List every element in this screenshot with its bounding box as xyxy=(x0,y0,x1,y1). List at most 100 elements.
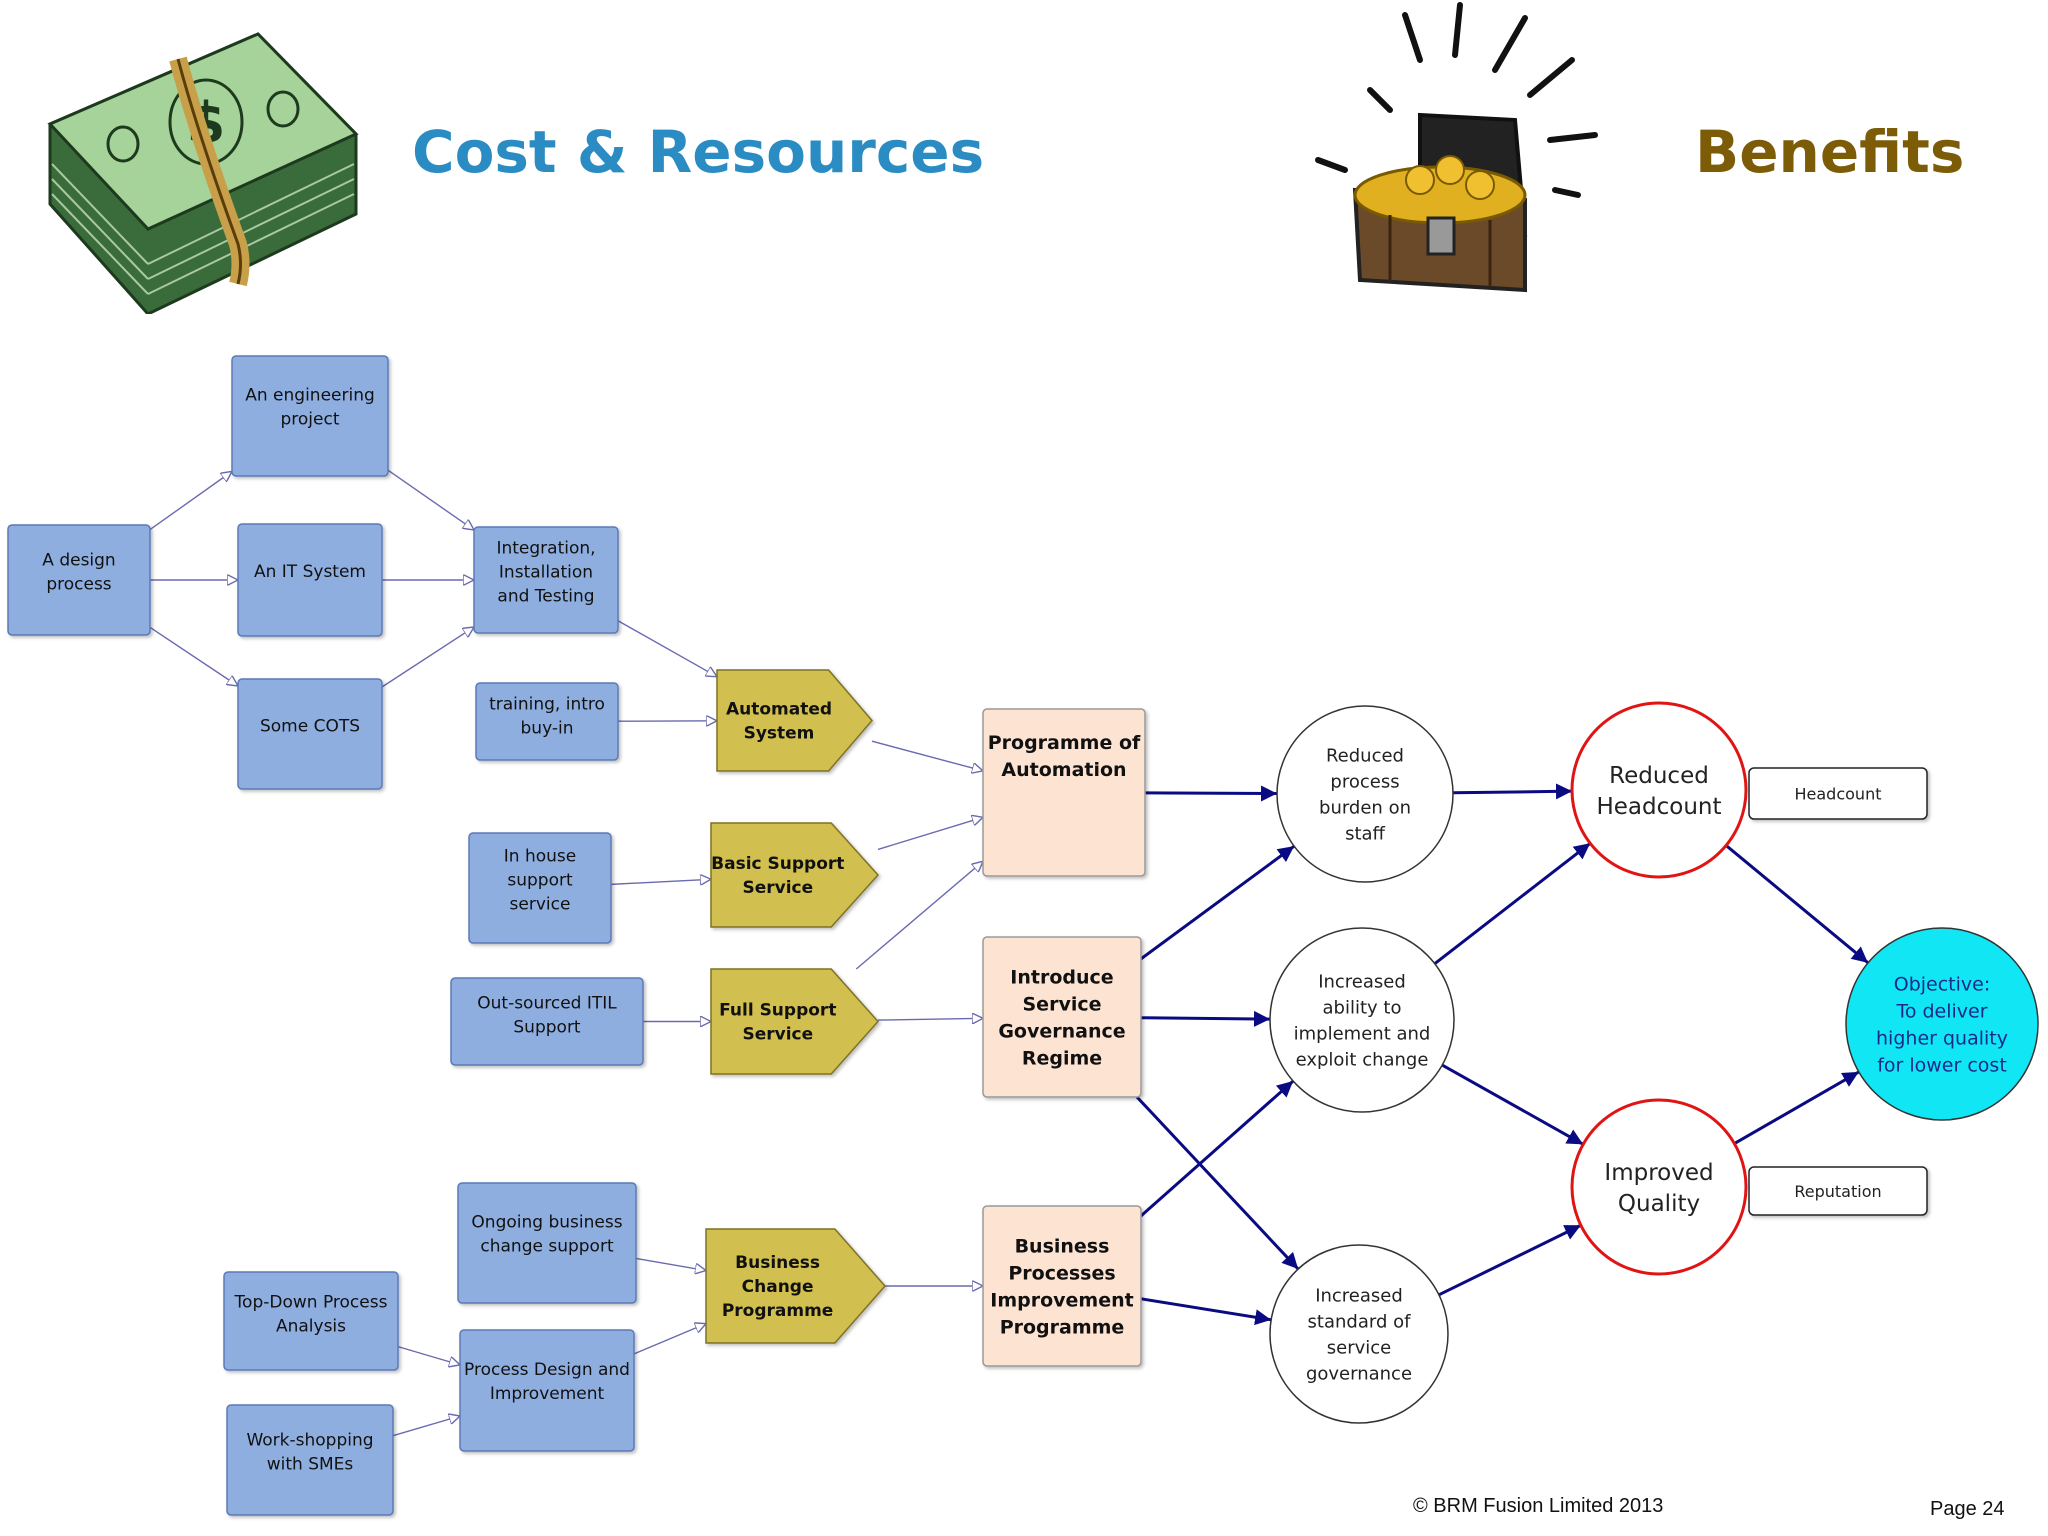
node-iai-label-line: Increased xyxy=(1318,971,1406,992)
node-rpb-shape xyxy=(1276,705,1454,883)
node-iit-shape xyxy=(473,526,619,634)
arrow-design-to-cots xyxy=(149,626,238,686)
node-rh-label-line: Headcount xyxy=(1596,794,1721,820)
arrow-poa-to-rpb xyxy=(1144,785,1278,802)
node-ongoing-label-line: change support xyxy=(480,1237,614,1257)
node-cots: Some COTS xyxy=(237,678,383,790)
node-rpb-label-line: Reduced xyxy=(1326,745,1404,766)
connector-layer xyxy=(149,469,1869,1437)
node-it: An IT System xyxy=(237,523,383,637)
arrow-topdown-to-pdi xyxy=(397,1345,460,1365)
node-m_head-shape xyxy=(1748,767,1928,820)
node-outsrc-shape xyxy=(450,977,644,1066)
arrow-full-to-poa xyxy=(855,861,983,970)
node-design-label-line: A design xyxy=(42,550,115,570)
node-bpip-label-line: Improvement xyxy=(990,1289,1133,1311)
node-iai-label-line: implement and xyxy=(1294,1023,1431,1044)
node-basic-shape xyxy=(710,822,880,928)
node-workshop-label-line: with SMEs xyxy=(267,1454,354,1474)
arrow-iq-to-obj xyxy=(1733,1070,1860,1145)
node-poa: Programme of Automation xyxy=(982,708,1146,877)
node-topdown-label-line: Analysis xyxy=(276,1316,346,1336)
node-train-label-line: training, intro xyxy=(489,694,605,714)
node-isgr-label-line: Governance xyxy=(998,1020,1125,1042)
arrow-inhouse-to-basic xyxy=(610,879,711,884)
node-design-shape xyxy=(7,524,151,636)
copyright-text: © BRM Fusion Limited 2013 xyxy=(1413,1495,1664,1517)
cost-resources-title: Cost & Resources xyxy=(412,118,985,186)
node-poa-shape xyxy=(982,708,1146,877)
node-obj-label-line: Objective: xyxy=(1894,973,1991,995)
arrow-pdi-to-bcp xyxy=(633,1324,706,1355)
node-iq-label-line: Improved xyxy=(1604,1160,1713,1186)
arrow-iit-to-auto xyxy=(617,620,717,677)
node-rpb-label-line: process xyxy=(1330,771,1399,792)
node-poa-label-line: Programme of xyxy=(988,732,1141,754)
arrow-iai-to-rh xyxy=(1433,842,1592,965)
node-full-label-line: Full Support xyxy=(719,1001,836,1021)
node-iq-label-line: Quality xyxy=(1618,1191,1700,1217)
arrow-full-to-isgr xyxy=(877,1018,983,1020)
arrow-iss-to-iq xyxy=(1438,1223,1582,1297)
node-bcp-label-line: Change xyxy=(742,1277,814,1297)
node-poa-label-line: Automation xyxy=(1001,759,1126,781)
node-cots-shape xyxy=(237,678,383,790)
node-bpip-shape xyxy=(982,1205,1142,1367)
page-number: Page 24 xyxy=(1930,1498,2005,1520)
arrow-workshop-to-pdi xyxy=(392,1416,460,1437)
node-iss-shape xyxy=(1269,1244,1449,1424)
node-iss-label-line: service xyxy=(1327,1337,1391,1358)
node-iss-label-line: governance xyxy=(1306,1363,1412,1384)
node-m_head: Headcount xyxy=(1748,767,1928,820)
node-m_head-label-line: Headcount xyxy=(1795,784,1882,803)
money-stack-icon: $ xyxy=(47,32,359,314)
node-iss-label-line: standard of xyxy=(1308,1311,1412,1332)
node-it-shape xyxy=(237,523,383,637)
node-topdown-shape xyxy=(223,1271,399,1371)
node-pdi-label-line: Process Design and xyxy=(464,1360,630,1380)
node-isgr-label-line: Regime xyxy=(1022,1047,1102,1069)
node-inhouse: In house support service xyxy=(468,832,612,944)
node-inhouse-label-line: support xyxy=(507,870,573,890)
arrow-auto-to-poa xyxy=(871,740,983,771)
node-inhouse-label-line: service xyxy=(510,894,571,914)
node-obj-label-line: To deliver xyxy=(1895,1000,1987,1022)
node-ongoing-shape xyxy=(457,1182,637,1304)
node-topdown-label-line: Top-Down Process xyxy=(234,1292,388,1312)
node-it-label-line: An IT System xyxy=(254,562,366,582)
node-iit-label-line: Installation xyxy=(499,563,593,583)
node-auto-shape xyxy=(716,669,873,772)
arrow-basic-to-poa xyxy=(877,817,983,851)
arrow-rh-to-obj xyxy=(1725,844,1869,964)
node-eng-label-line: project xyxy=(280,410,339,430)
arrow-isgr-to-rpb xyxy=(1140,844,1296,961)
node-iai-shape xyxy=(1269,927,1455,1113)
node-inhouse-label-line: In house xyxy=(504,846,576,866)
node-rpb-label-line: burden on xyxy=(1319,797,1411,818)
node-obj-label-line: higher quality xyxy=(1876,1027,2008,1049)
node-bpip-label-line: Business xyxy=(1015,1235,1110,1257)
node-rpb-label-line: staff xyxy=(1345,823,1385,844)
node-full-shape xyxy=(710,968,880,1075)
node-full-label-line: Service xyxy=(742,1025,813,1045)
benefits-title: Benefits xyxy=(1695,118,1965,186)
node-m_rep: Reputation xyxy=(1748,1166,1928,1216)
node-rh-label-line: Reduced xyxy=(1609,763,1709,789)
arrow-ongoing-to-bcp xyxy=(635,1257,706,1270)
arrow-bpip-to-iss xyxy=(1140,1297,1272,1326)
